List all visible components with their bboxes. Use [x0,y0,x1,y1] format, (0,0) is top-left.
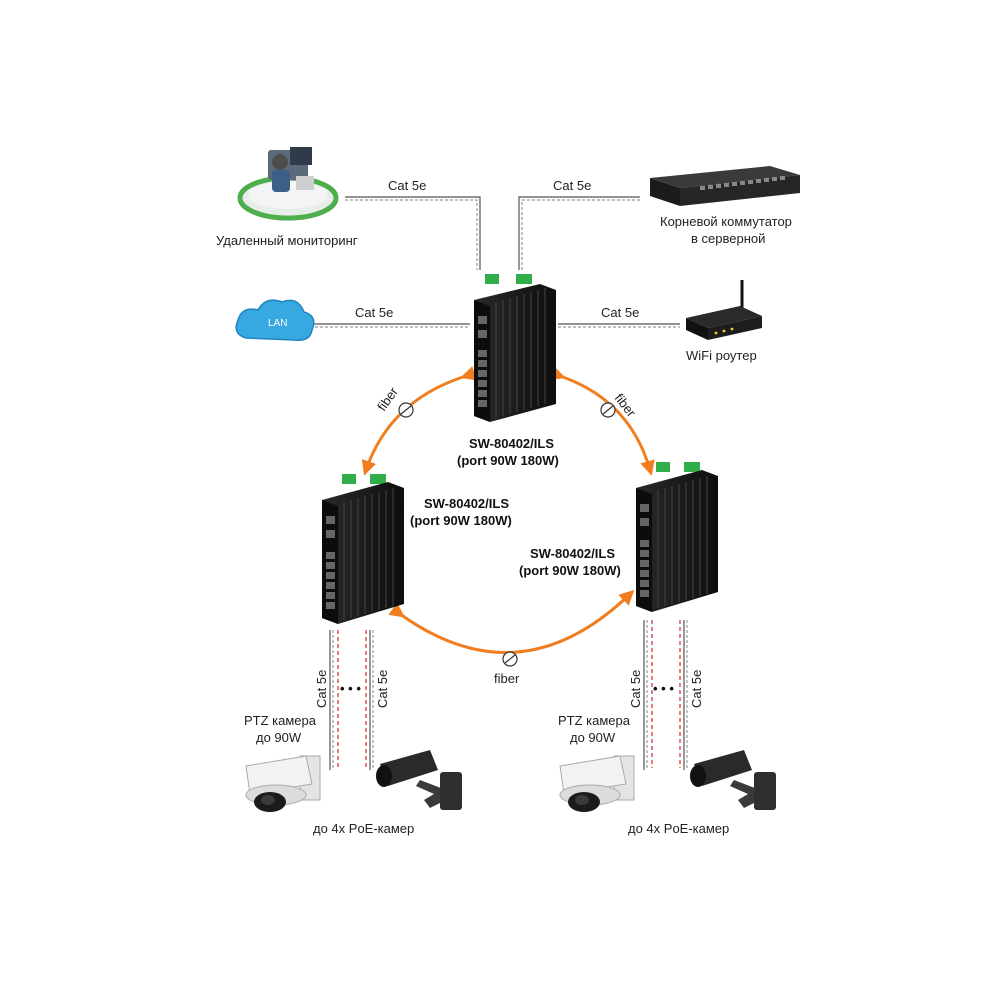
fiber-bottom [388,589,635,654]
bullet-camera-left-icon [376,750,462,810]
wifi-router-label: WiFi роутер [686,348,757,363]
fiber-connector-right-icon [600,402,616,418]
fiber-top-left [361,366,477,476]
core-switch-icon [650,166,800,206]
fiber-label-bottom: fiber [494,671,520,686]
lan-cloud-icon: LAN [235,299,315,342]
more-cameras-dots-right: • • • [653,681,674,696]
core-switch-label-line1: Корневой коммутатор [660,214,792,229]
switch-top-icon [474,274,556,422]
cat5e-label-left-ptz: Cat 5e [314,670,329,708]
ptz-label-left-line1: PTZ камера [244,713,317,728]
cable-right-to-ptz [643,620,653,770]
cat5e-label-right-bullet: Cat 5e [689,670,704,708]
wifi-router-icon [686,280,762,340]
core-switch-label-line2: в серверной [691,231,765,246]
switch-right-icon [636,462,718,612]
ptz-camera-right-icon [559,755,635,812]
cable-wifi-to-switch [558,323,680,328]
cat5e-label-left-bullet: Cat 5e [375,670,390,708]
lan-label: LAN [268,318,287,329]
ptz-label-right-line1: PTZ камера [558,713,631,728]
cable-lan-to-switch [310,323,470,328]
cat5e-label-wifi: Cat 5e [601,305,639,320]
cable-core-to-switch [518,196,640,270]
more-cameras-dots-left: • • • [340,681,361,696]
switch-right-ports: (port 90W 180W) [519,563,621,578]
remote-monitoring-label: Удаленный мониторинг [216,233,358,248]
fiber-connector-bottom-icon [502,651,518,667]
ptz-label-left-line2: до 90W [256,730,302,745]
switch-left-ports: (port 90W 180W) [410,513,512,528]
switch-top-model: SW-80402/ILS [469,436,554,451]
ptz-label-right-line2: до 90W [570,730,616,745]
cable-left-to-bullet [365,630,374,770]
cat5e-label-core: Cat 5e [553,178,591,193]
cat5e-label-right-ptz: Cat 5e [628,670,643,708]
fiber-label-left: fiber [374,384,401,414]
cat5e-label-remote: Cat 5e [388,178,426,193]
switch-right-model: SW-80402/ILS [530,546,615,561]
cable-left-to-ptz [329,630,339,770]
fiber-connector-left-icon [398,402,414,418]
poe-cameras-label-right: до 4х PoE-камер [628,821,729,836]
cat5e-label-lan: Cat 5e [355,305,393,320]
switch-top-ports: (port 90W 180W) [457,453,559,468]
bullet-camera-right-icon [690,750,776,810]
switch-left-icon [322,474,404,624]
remote-monitoring-icon [237,147,339,221]
fiber-top-right [549,365,655,476]
ptz-camera-left-icon [245,755,321,812]
fiber-label-right: fiber [612,391,640,421]
cable-right-to-bullet [679,620,688,770]
cable-remote-to-switch [345,196,481,270]
switch-left-model: SW-80402/ILS [424,496,509,511]
poe-cameras-label-left: до 4х PoE-камер [313,821,414,836]
